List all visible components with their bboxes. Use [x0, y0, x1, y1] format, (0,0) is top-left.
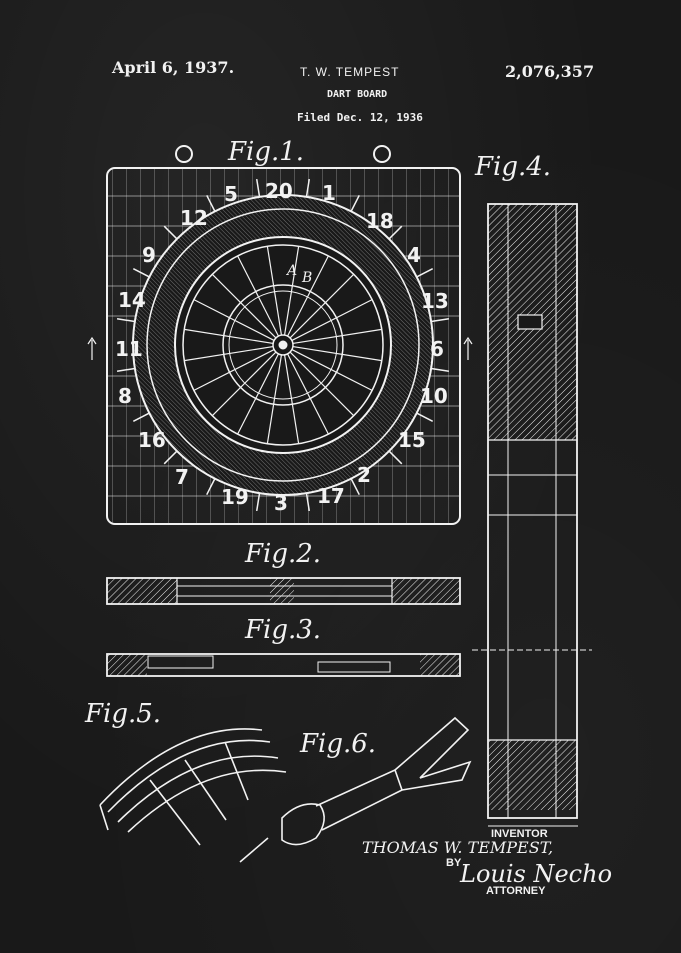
fig1-dartboard: 20 1 18 4 13 6 10 15 2 17 3 19 7 16 8 11…: [87, 137, 473, 525]
fig4-label: Fig.4.: [474, 152, 551, 182]
board-number: 12: [180, 206, 208, 230]
fig5-label: Fig.5.: [84, 699, 161, 729]
board-spike: [305, 178, 311, 197]
board-number: 18: [366, 209, 394, 233]
board-spikes: [116, 178, 450, 512]
board-number: 2: [357, 463, 371, 487]
board-number: 4: [407, 243, 421, 267]
signature-block: INVENTOR THOMAS W. TEMPEST, BY Louis Nec…: [362, 825, 612, 897]
board-spoke: [211, 351, 277, 417]
board-number: 1: [322, 181, 336, 205]
segment-letter-a: A: [285, 263, 297, 279]
board-spoke: [266, 246, 283, 336]
fig3-label: Fig.3.: [244, 615, 321, 645]
board-spoke: [287, 255, 329, 337]
board-spoke: [237, 255, 279, 337]
board-spike: [132, 268, 150, 278]
board-number: 19: [221, 485, 249, 509]
board-spike: [206, 194, 216, 212]
board-spike: [132, 412, 150, 422]
attorney-label: ATTORNEY: [486, 885, 546, 897]
board-spike: [163, 225, 178, 240]
board-spike: [163, 450, 178, 465]
board-spoke: [193, 299, 275, 341]
fig6-dart: Fig.6.: [239, 716, 472, 863]
board-number: 20: [265, 179, 293, 203]
board-numbers: 20 1 18 4 13 6 10 15 2 17 3 19 7 16 8 11…: [115, 179, 449, 515]
board-spike: [116, 317, 135, 323]
board-spoke: [283, 246, 300, 336]
board-spoke: [266, 354, 283, 444]
board-spoke: [184, 328, 274, 345]
board-spoke: [287, 353, 329, 435]
fig4-section: Fig.4.: [472, 152, 592, 819]
fig3-section: Fig.3.: [106, 615, 461, 677]
patent-title: DART BOARD: [327, 89, 388, 100]
board-number: 6: [430, 337, 444, 361]
fig2-section: Fig.2.: [106, 539, 461, 605]
fig1-label: Fig.1.: [227, 137, 304, 167]
board-number: 15: [398, 428, 426, 452]
board-spike: [350, 194, 360, 212]
board-spoke: [211, 273, 277, 339]
board-spoke: [184, 345, 274, 362]
segment-letter-b: B: [301, 270, 312, 286]
board-number: 5: [224, 182, 238, 206]
board-spike: [255, 493, 261, 512]
board-spike: [416, 268, 434, 278]
inventor-label: INVENTOR: [491, 828, 548, 840]
board-spike: [431, 317, 450, 323]
board-spike: [305, 493, 311, 512]
board-spoke: [292, 328, 382, 345]
attorney-signature: Louis Necho: [459, 860, 612, 888]
by-label: BY: [446, 857, 462, 869]
board-spoke: [289, 273, 355, 339]
board-number: 7: [175, 465, 189, 489]
board-number: 9: [142, 243, 156, 267]
board-spoke: [283, 354, 300, 444]
board-number: 11: [115, 337, 143, 361]
board-spoke: [292, 345, 382, 362]
board-number: 14: [118, 288, 146, 312]
board-spike: [431, 367, 450, 373]
board-number: 16: [138, 428, 166, 452]
board-spike: [350, 478, 360, 496]
board-spike: [206, 478, 216, 496]
board-number: 3: [274, 491, 288, 515]
board-spike: [416, 412, 434, 422]
board-spoke: [291, 299, 373, 341]
board-spoke: [289, 351, 355, 417]
board-spike: [255, 178, 261, 197]
inventor-signature: THOMAS W. TEMPEST,: [362, 838, 553, 857]
board-spike: [116, 367, 135, 373]
board-spokes: [184, 246, 382, 444]
fig2-label: Fig.2.: [244, 539, 321, 569]
board-spoke: [237, 353, 279, 435]
board-number: 17: [317, 484, 345, 508]
fig6-label: Fig.6.: [299, 729, 376, 759]
filed-date: Filed Dec. 12, 1936: [297, 111, 423, 124]
patent-number: 2,076,357: [505, 62, 595, 81]
board-spoke: [193, 349, 275, 391]
inventor-header: T. W. TEMPEST: [300, 65, 400, 79]
patent-date: April 6, 1937.: [112, 58, 235, 77]
fig5-detail: Fig.5.: [84, 699, 287, 846]
board-spike: [388, 225, 403, 240]
board-spoke: [291, 349, 373, 391]
board-spike: [388, 450, 403, 465]
board-number: 13: [421, 289, 449, 313]
board-number: 8: [118, 384, 132, 408]
board-number: 10: [420, 384, 448, 408]
